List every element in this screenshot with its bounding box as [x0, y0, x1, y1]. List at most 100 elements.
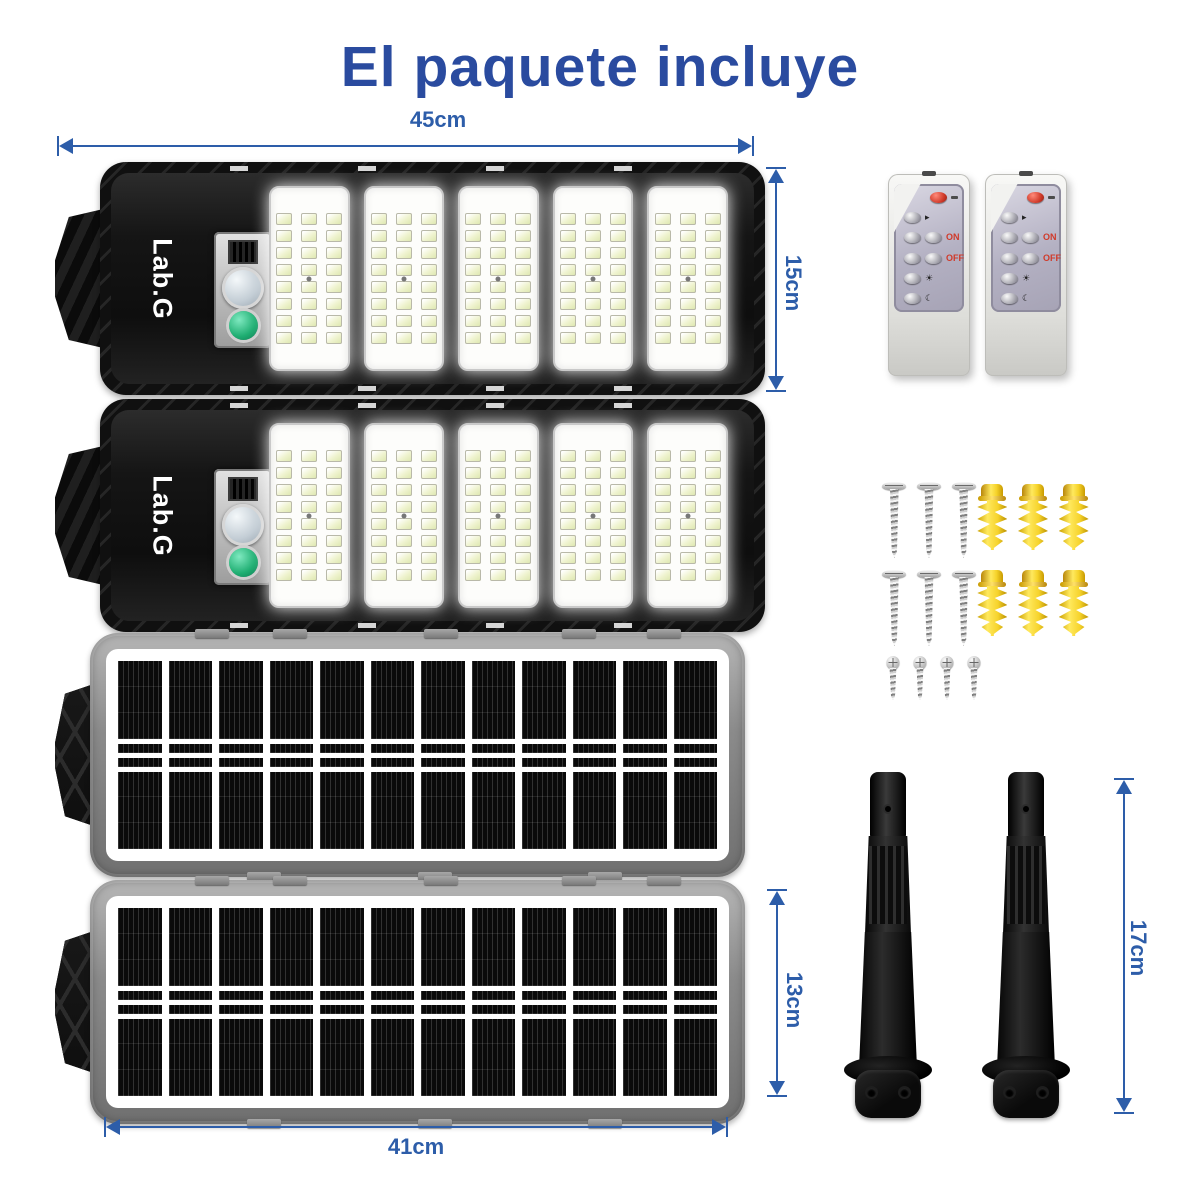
solar-cell-column	[471, 661, 515, 849]
led-chip	[654, 467, 671, 479]
led-chip	[465, 450, 482, 462]
led-chip	[370, 518, 387, 530]
solar-cell	[118, 990, 162, 1000]
led-chip	[585, 264, 602, 276]
solar-cell	[673, 908, 717, 986]
led-chip	[326, 332, 343, 344]
led-module	[458, 423, 539, 608]
sensor-panel	[214, 469, 272, 585]
led-chip	[704, 518, 721, 530]
solar-cell	[118, 757, 162, 767]
led-chip	[420, 332, 437, 344]
arrow-head-top	[768, 169, 784, 183]
remote-top-nub	[922, 171, 936, 176]
screw-head	[913, 656, 927, 669]
arrow-cap-bottom	[766, 390, 786, 392]
led-chip	[301, 467, 318, 479]
screw-shaft	[890, 489, 899, 558]
solar-cell-column	[320, 908, 364, 1096]
led-chip	[395, 552, 412, 564]
panel-frame	[90, 876, 745, 1128]
led-chip	[515, 569, 532, 581]
led-chip	[679, 450, 696, 462]
led-chip	[465, 552, 482, 564]
led-module	[269, 186, 350, 371]
mount-tab	[587, 872, 622, 881]
button-row: OFF	[1001, 252, 1061, 264]
led-chip	[395, 450, 412, 462]
led-chip	[395, 467, 412, 479]
led-chip	[490, 230, 507, 242]
street-light-1: Lab.G	[55, 162, 765, 395]
solar-cell	[370, 990, 414, 1000]
button-row: ▸	[1001, 212, 1055, 224]
arrow-line	[776, 899, 778, 1087]
solar-cell	[269, 661, 313, 739]
button-row: OFF	[904, 252, 964, 264]
led-chip	[420, 281, 437, 293]
led-chip	[395, 501, 412, 513]
solar-cell	[269, 743, 313, 753]
brightness-down-button	[904, 292, 921, 304]
led-chip	[704, 484, 721, 496]
led-chip	[370, 332, 387, 344]
solar-cell-column	[219, 908, 263, 1096]
solar-cell	[522, 661, 566, 739]
solar-cell	[421, 743, 465, 753]
solar-cell	[572, 1018, 616, 1096]
solar-cell	[623, 1004, 667, 1014]
led-chip	[370, 467, 387, 479]
led-chip	[465, 332, 482, 344]
button-row: ☀	[1001, 272, 1055, 284]
remote-button-panel: ▸ ON OFF ☀ ☾	[991, 184, 1061, 312]
lamp-body: Lab.G	[100, 399, 765, 632]
led-chip	[679, 332, 696, 344]
led-grid	[560, 450, 627, 581]
led-chip	[654, 501, 671, 513]
solar-cell	[118, 1018, 162, 1096]
solar-cell	[522, 743, 566, 753]
solar-cell	[320, 757, 364, 767]
timer-button	[1001, 252, 1018, 264]
led-chip	[515, 552, 532, 564]
solar-cell	[471, 1004, 515, 1014]
screw-shaft	[890, 577, 899, 646]
small-screw	[884, 656, 902, 700]
solar-cell	[471, 661, 515, 739]
solar-cell	[623, 1018, 667, 1096]
led-chip	[420, 467, 437, 479]
mount-tab	[646, 876, 681, 885]
solar-cell	[471, 771, 515, 849]
remote-control-2: ▸ ON OFF ☀ ☾	[985, 171, 1067, 376]
long-screw	[951, 482, 977, 558]
light-height-label: 15cm	[781, 254, 806, 312]
anchor-top	[978, 570, 1007, 587]
led-chip	[654, 315, 671, 327]
led-chip	[679, 535, 696, 547]
solar-cell	[421, 1018, 465, 1096]
led-chip	[610, 501, 627, 513]
solar-cell	[623, 771, 667, 849]
light-sensor-window	[228, 477, 258, 501]
light-sensor-window	[228, 240, 258, 264]
wall-anchor	[1017, 570, 1048, 636]
led-chip	[654, 535, 671, 547]
led-chip	[515, 484, 532, 496]
led-chip	[560, 518, 577, 530]
led-chip	[490, 315, 507, 327]
led-chip	[370, 450, 387, 462]
brand-label: Lab.G	[147, 237, 178, 320]
led-chip	[610, 213, 627, 225]
solar-cell	[269, 990, 313, 1000]
button-row: ON	[1001, 232, 1057, 244]
solar-cell	[168, 743, 212, 753]
led-chip	[326, 569, 343, 581]
button-row: ☾	[1001, 292, 1055, 304]
on-label: ON	[946, 232, 960, 243]
mount-tab	[273, 876, 308, 885]
sensor-panel	[214, 232, 272, 348]
solar-cell	[572, 1004, 616, 1014]
arrow-head-left	[106, 1119, 120, 1135]
solar-cell-grid	[118, 661, 717, 849]
pole-base-plate	[855, 1070, 921, 1118]
